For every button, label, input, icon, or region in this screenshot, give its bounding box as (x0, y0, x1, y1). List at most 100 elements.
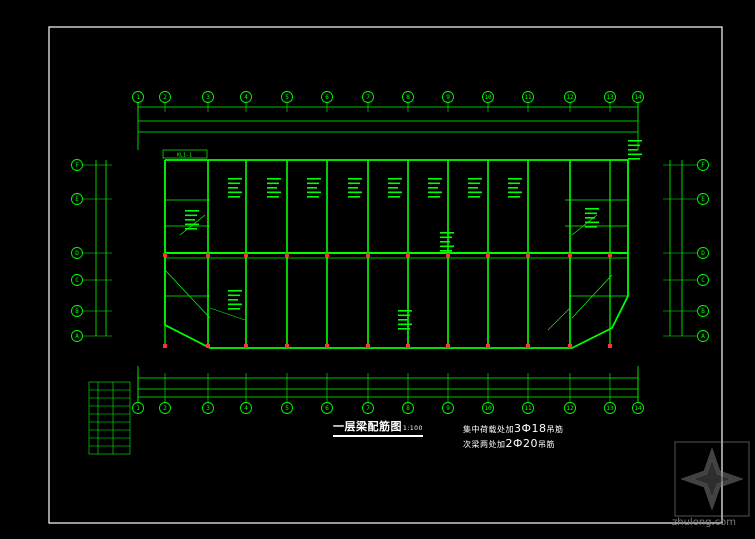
column-marker (406, 253, 410, 257)
top-dimension-lines (137, 102, 639, 150)
bottom-axis-10-label: 10 (484, 405, 492, 412)
left-axis-A-circle (71, 330, 83, 342)
column-marker (163, 253, 167, 257)
left-axis-D-label: D (75, 250, 79, 257)
column-marker (366, 253, 370, 257)
rebar-callout-line (388, 178, 402, 180)
rebar-callout-line (585, 212, 597, 215)
note-line-2: 次梁两处加2Ф20吊筋 (463, 437, 555, 450)
rebar-callout-line (440, 236, 452, 239)
column-marker (163, 344, 167, 348)
right-axis-D-circle (697, 247, 709, 259)
rebar-callout-line (267, 196, 279, 198)
rebar-callout-line (398, 323, 412, 326)
top-axis-1-circle (132, 91, 144, 103)
top-axis-2-circle (159, 91, 171, 103)
column-marker (608, 344, 612, 348)
rebar-callout-line (388, 187, 398, 189)
bottom-axis-3-circle (202, 402, 214, 414)
column-marker (244, 344, 248, 348)
drawing-title: 一层梁配筋图1:100 (333, 418, 423, 437)
rebar-callout-line (228, 196, 240, 198)
beam-tag-box (162, 149, 208, 159)
top-axis-4-label: 4 (244, 94, 248, 101)
rebar-callout-line (398, 328, 410, 330)
bottom-axis-8-label: 8 (406, 405, 410, 412)
top-axis-10-circle (482, 91, 494, 103)
rebar-callout-line (185, 223, 199, 226)
rebar-callout-line (398, 314, 410, 317)
column-marker (366, 344, 370, 348)
rebar-callout-line (440, 250, 452, 252)
bottom-axis-12-circle (564, 402, 576, 414)
column-marker (568, 253, 572, 257)
rebar-callout-line (307, 196, 319, 198)
rebar-callout-line (585, 208, 599, 210)
top-axis-6-circle (321, 91, 333, 103)
bottom-axis-1-circle (132, 402, 144, 414)
left-axis-F-label: F (75, 162, 79, 169)
right-axis-E-label: E (701, 196, 705, 203)
beam-tag: KL1-1 (177, 153, 192, 159)
top-axis-7-circle (362, 91, 374, 103)
left-axis-A-label: A (75, 333, 79, 340)
rebar-callout-line (468, 196, 480, 198)
bottom-axis-7-circle (362, 402, 374, 414)
rebar-callout-line (228, 308, 240, 310)
bottom-axis-5-label: 5 (285, 405, 289, 412)
rebar-callout-line (398, 310, 412, 312)
column-marker (325, 253, 329, 257)
bottom-axis-6-circle (321, 402, 333, 414)
rebar-callout-line (508, 187, 518, 189)
bottom-dimension-lines (137, 366, 639, 402)
rebar-callout-line (307, 182, 319, 185)
rebar-callout-line (307, 178, 321, 180)
left-axis-E-label: E (75, 196, 79, 203)
top-axis-11-circle (522, 91, 534, 103)
right-axis-F-label: F (701, 162, 705, 169)
left-axis-C-circle (71, 274, 83, 286)
rebar-callout-line (428, 187, 438, 189)
top-axis-3-label: 3 (206, 94, 210, 101)
rebar-callout-line (628, 158, 640, 160)
rebar-callout-line (228, 303, 242, 306)
top-axis-5-label: 5 (285, 94, 289, 101)
rebar-callout-line (508, 178, 522, 180)
column-marker (406, 344, 410, 348)
right-axis-A-label: A (701, 333, 705, 340)
right-axis-F-circle (697, 159, 709, 171)
annotation-details (185, 140, 642, 330)
bottom-axis-14-label: 14 (634, 405, 642, 412)
rebar-callout-line (585, 221, 599, 224)
rebar-callout-line (440, 245, 454, 248)
top-axis-2-label: 2 (163, 94, 167, 101)
zhulong-logo-icon (674, 441, 750, 517)
rebar-callout-line (440, 241, 450, 243)
left-axis-D-circle (71, 247, 83, 259)
top-axis-6-label: 6 (325, 94, 329, 101)
rebar-callout-line (428, 191, 442, 194)
column-marker (486, 344, 490, 348)
left-axis-B-circle (71, 305, 83, 317)
rebar-callout-line (468, 182, 480, 185)
rebar-callout-line (468, 191, 482, 194)
right-axis-A-circle (697, 330, 709, 342)
column-marker (486, 253, 490, 257)
bottom-axis-2-circle (159, 402, 171, 414)
rebar-callout-line (228, 294, 240, 297)
rebar-callout-line (228, 182, 240, 185)
column-marker (206, 344, 210, 348)
rebar-callout-line (228, 290, 242, 292)
rebar-callout-line (428, 196, 440, 198)
bottom-axis-13-label: 13 (606, 405, 614, 412)
column-marker (244, 253, 248, 257)
bottom-axis-4-circle (240, 402, 252, 414)
right-axis-C-circle (697, 274, 709, 286)
rebar-callout-line (267, 178, 281, 180)
rebar-callout-line (228, 299, 238, 301)
column-marker (446, 253, 450, 257)
rebar-callout-line (585, 217, 595, 219)
rebar-callout-line (388, 182, 400, 185)
top-axis-9-circle (442, 91, 454, 103)
